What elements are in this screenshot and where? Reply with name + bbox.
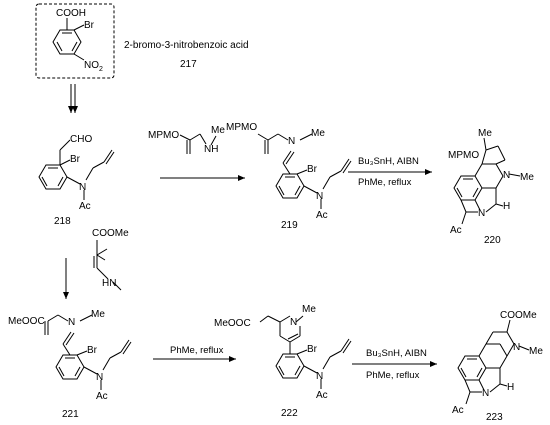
- structure-221: [44, 314, 132, 390]
- compound-220-number: 220: [484, 235, 501, 246]
- reagent-amine-1: [179, 133, 217, 154]
- label-218-br: Br: [70, 154, 81, 165]
- label-221-br: Br: [87, 345, 98, 356]
- label-221-ac: Ac: [96, 391, 108, 402]
- label-221-meooc: MeOOC: [8, 316, 45, 327]
- structure-223: [457, 319, 530, 405]
- label-222-br: Br: [307, 344, 318, 355]
- compound-219-number: 219: [281, 220, 298, 231]
- label-220-h: H: [503, 201, 510, 212]
- label-amine2-hn: HN: [102, 278, 116, 289]
- label-220-me2: Me: [520, 172, 534, 183]
- label-219-mpmo: MPMO: [226, 122, 257, 133]
- label-217-no2: NO2: [84, 60, 103, 73]
- label-218-n: N: [79, 182, 86, 193]
- label-222-me: Me: [302, 304, 316, 315]
- structure-222: [259, 315, 352, 389]
- label-221-n: N: [68, 317, 75, 328]
- compound-218-number: 218: [54, 216, 71, 227]
- structure-218: [38, 139, 115, 200]
- label-223-coome: COOMe: [500, 310, 537, 321]
- label-221-me: Me: [91, 309, 105, 320]
- label-218-cho: CHO: [70, 134, 92, 145]
- label-223-n: N: [513, 342, 520, 353]
- label-222-meooc: MeOOC: [214, 318, 251, 329]
- condition-3-bottom: PhMe, reflux: [366, 370, 420, 381]
- label-amine1-nh: NH: [204, 144, 218, 155]
- label-219-n: N: [288, 136, 295, 147]
- label-219-br: Br: [307, 164, 318, 175]
- compound-221-number: 221: [62, 409, 79, 420]
- structure-219: [257, 133, 352, 209]
- compound-217-number: 217: [180, 59, 197, 70]
- label-222-ac: Ac: [316, 390, 328, 401]
- label-220-ac: Ac: [450, 225, 462, 236]
- label-223-h: H: [507, 382, 514, 393]
- benzene-217: [52, 18, 85, 61]
- condition-1-top: Bu₃SnH, AIBN: [358, 156, 419, 167]
- condition-3-top: Bu₃SnH, AIBN: [366, 348, 427, 359]
- label-221-n2: N: [96, 372, 103, 383]
- label-223-ac: Ac: [452, 405, 464, 416]
- condition-2: PhMe, reflux: [170, 345, 224, 356]
- label-219-n2: N: [316, 191, 323, 202]
- start-material-name: 2-bromo-3-nitrobenzoic acid: [124, 40, 249, 51]
- reagent-amine-2: [93, 240, 122, 291]
- label-222-n: N: [290, 317, 297, 328]
- label-amine1-me: Me: [211, 125, 225, 136]
- label-219-ac: Ac: [316, 210, 328, 221]
- label-220-mpmo: MPMO: [448, 150, 479, 161]
- start-material-box: [35, 3, 115, 79]
- label-222-n2: N: [316, 371, 323, 382]
- label-220-n: N: [503, 170, 510, 181]
- label-amine1-mpmo: MPMO: [148, 130, 179, 141]
- compound-223-number: 223: [486, 412, 503, 423]
- label-amine2-cooMe: COOMe: [92, 228, 129, 239]
- label-218-ac: Ac: [79, 201, 91, 212]
- label-220-me: Me: [478, 128, 492, 139]
- label-219-me: Me: [311, 128, 325, 139]
- label-217-br: Br: [84, 20, 95, 31]
- label-217-cooh: COOH: [56, 8, 86, 19]
- label-220-n2: N: [478, 208, 485, 219]
- condition-1-bottom: PhMe, reflux: [358, 177, 412, 188]
- label-223-me: Me: [529, 346, 543, 357]
- structure-220: [453, 137, 521, 225]
- label-223-n2: N: [482, 388, 489, 399]
- compound-222-number: 222: [281, 408, 298, 419]
